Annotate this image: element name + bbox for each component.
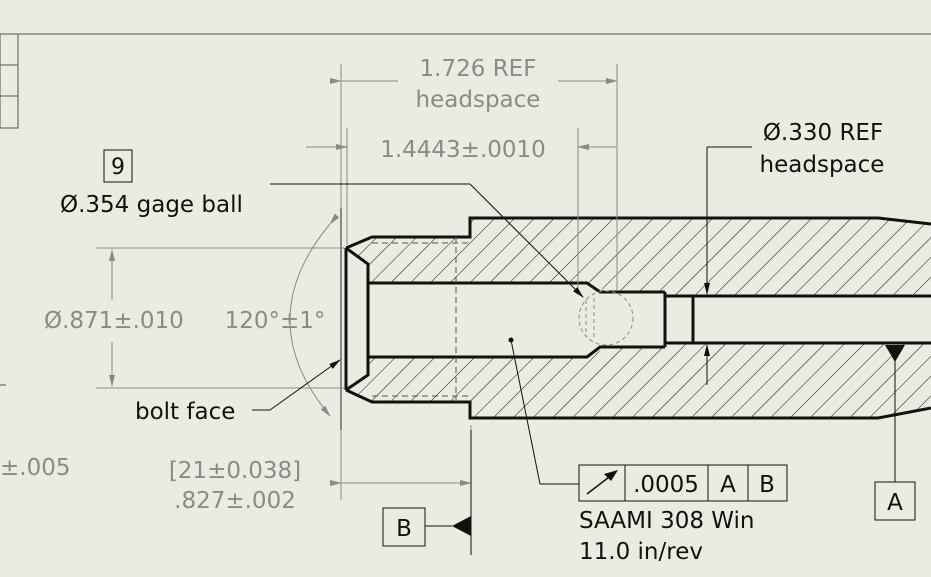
datum-triangle-b (452, 516, 471, 536)
rim-depth-inch: .827±.002 (174, 488, 296, 514)
rim-depth-metric: [21±0.038] (169, 458, 301, 484)
datum-triangle-a (885, 345, 905, 362)
sheet-border (0, 33, 931, 386)
headspace-ref-label: headspace (416, 87, 541, 113)
headspace-dia-label: headspace (760, 152, 885, 178)
part-section (344, 216, 931, 420)
fcf-datum-a: A (720, 472, 736, 498)
feature-control-frame: .0005 A B (578, 464, 788, 502)
datum-label-b: B (396, 516, 412, 542)
dimension-lines (96, 64, 618, 500)
fcf-datum-b: B (759, 472, 775, 498)
upper-wall-hatch (350, 218, 931, 296)
chamfer-angle-dim: 120°±1° (225, 308, 326, 334)
headspace-ref-value: 1.726 REF (420, 56, 537, 82)
fcf-tolerance: .0005 (633, 472, 699, 498)
gage-ball-label: Ø.354 gage ball (60, 192, 243, 218)
datum-box-b (382, 507, 426, 547)
datum-label-a: A (887, 490, 903, 516)
datum-box-a (874, 481, 916, 521)
bolt-face-diameter-dim: Ø.871±.010 (44, 308, 184, 334)
bolt-face-label: bolt face (135, 399, 235, 425)
note-line-2: 11.0 in/rev (579, 539, 703, 565)
balloon-number: 9 (111, 155, 125, 180)
note-line-1: SAAMI 308 Win (579, 508, 755, 534)
left-tolerance-dim: ±.005 (0, 455, 70, 481)
headspace-dia-value: Ø.330 REF (763, 120, 883, 146)
base-depth-dim: 1.4443±.0010 (380, 137, 546, 163)
runout-arrow-icon (586, 470, 618, 495)
leader-dot (508, 337, 514, 343)
gage-ball (578, 290, 634, 346)
balloon-box (103, 149, 133, 183)
lower-wall-hatch (350, 343, 931, 418)
leaders (252, 146, 896, 555)
